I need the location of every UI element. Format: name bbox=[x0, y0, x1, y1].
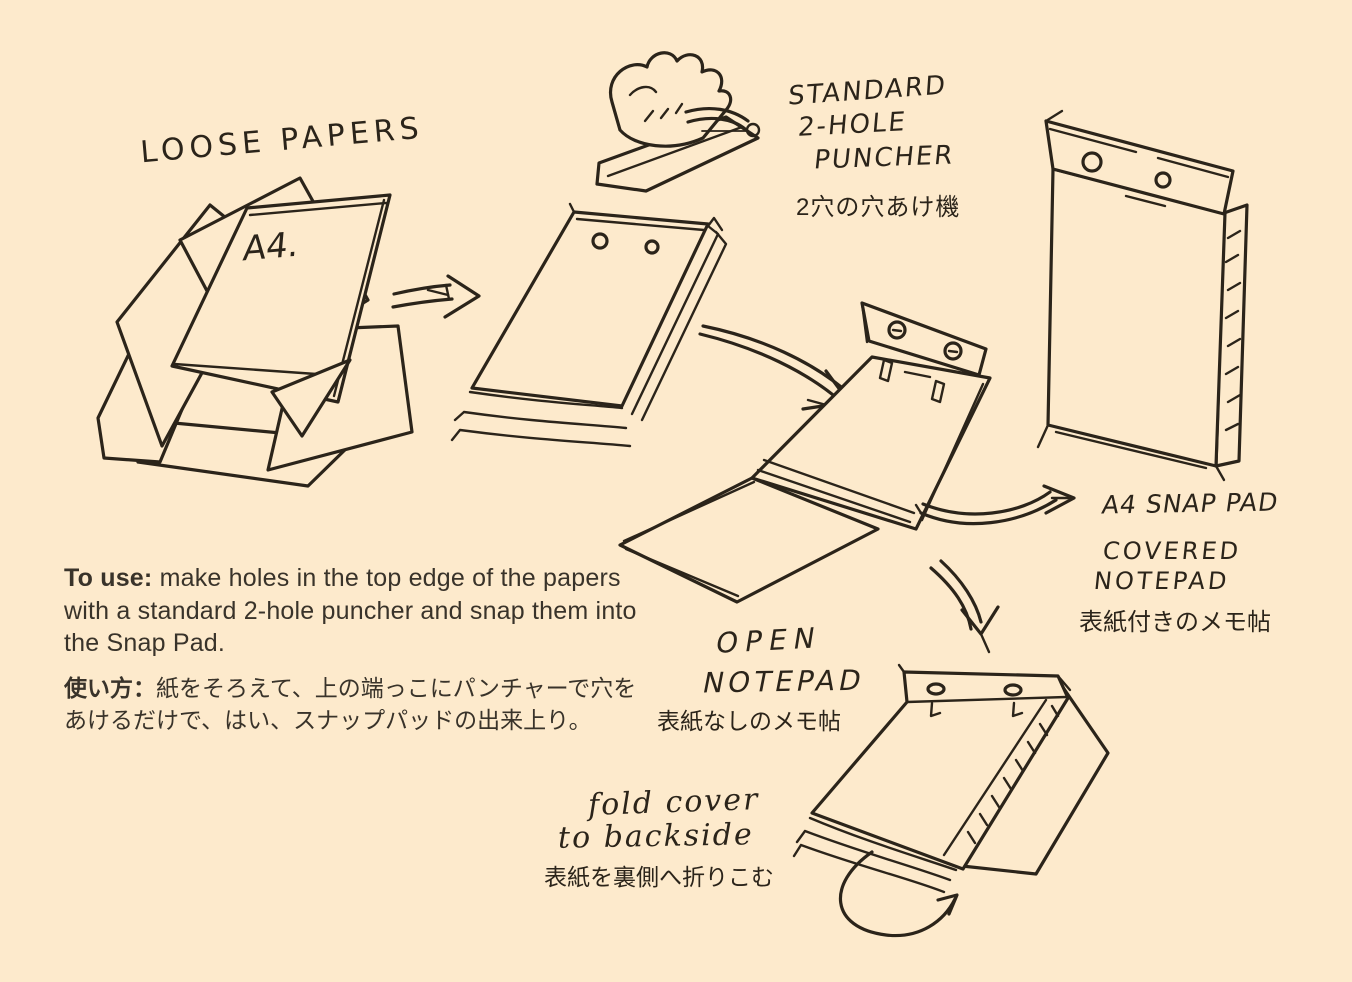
covered-notepad-sketch bbox=[1036, 109, 1249, 482]
usage-paragraph-jp: 使い方：紙をそろえて、上の端っこにパンチャーで穴をあけるだけで、はい、スナップパ… bbox=[64, 672, 652, 737]
puncher-label-jp: 2穴の穴あけ機 bbox=[796, 194, 961, 221]
snap-pad-label-jp: 表紙付きのメモ帖 bbox=[1079, 609, 1271, 636]
fold-arrow-sketch bbox=[838, 850, 959, 938]
usage-lead-jp: 使い方： bbox=[64, 674, 156, 701]
usage-instructions: To use: make holes in the top edge of th… bbox=[64, 562, 652, 737]
open-notepad-label-line2: NOTEPAD bbox=[699, 663, 868, 700]
arrow-into-pad-sketch bbox=[698, 324, 851, 411]
hole-puncher-sketch bbox=[595, 51, 761, 193]
fold-label-line2: to backside bbox=[557, 817, 754, 856]
usage-lead-en: To use: bbox=[64, 564, 153, 592]
arrow-down-sketch bbox=[929, 559, 1000, 654]
usage-paragraph-en: To use: make holes in the top edge of th… bbox=[64, 562, 652, 660]
punched-stack-sketch bbox=[450, 202, 728, 448]
snap-pad-label-line1: A4 SNAP PAD bbox=[1099, 487, 1281, 520]
snap-pad-label-line2: COVERED bbox=[1101, 537, 1243, 565]
open-notepad-label-line1: OPEN bbox=[713, 621, 825, 660]
right-arrow-sketch bbox=[391, 274, 481, 319]
open-notepad-label-jp: 表紙なしのメモ帖 bbox=[657, 708, 841, 734]
puncher-label-line3: PUNCHER bbox=[812, 140, 956, 176]
open-snap-pad-sketch bbox=[618, 301, 992, 604]
fold-label-line1: fold cover bbox=[587, 782, 760, 823]
a4-sheet-label: A4. bbox=[241, 224, 301, 270]
fold-label-jp: 表紙を裏側へ折りこむ bbox=[544, 864, 774, 890]
arrow-to-label-sketch bbox=[914, 484, 1076, 526]
puncher-label-line2: 2-HOLE bbox=[796, 107, 909, 143]
loose-papers-pile-sketch bbox=[96, 176, 414, 488]
usage-body-jp: 紙をそろえて、上の端っこにパンチャーで穴をあけるだけで、はい、スナップパッドの出… bbox=[64, 674, 637, 734]
usage-body-en: make holes in the top edge of the papers… bbox=[64, 564, 637, 657]
snap-pad-label-line3: NOTEPAD bbox=[1092, 567, 1231, 595]
open-notepad-pad-sketch bbox=[792, 663, 1110, 894]
